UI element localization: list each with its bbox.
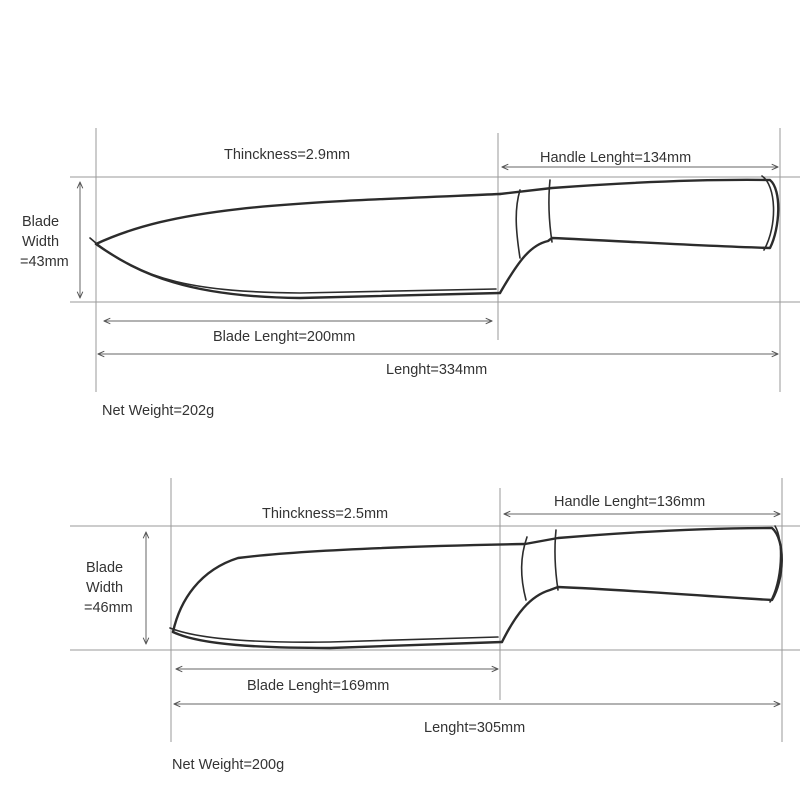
knife-2-thickness-label: Thinckness=2.5mm [262,506,388,522]
knife-2-net-weight-label: Net Weight=200g [172,757,284,773]
knife-2-blade-width-label-line3: =46mm [84,600,133,616]
knife-2-blade-width-label-line2: Width [86,580,123,596]
knife-1-net-weight-label: Net Weight=202g [102,403,214,419]
knife-2-group: Thinckness=2.5mm Handle Lenght=136mm Bla… [70,478,800,773]
knife-1-blade-width-label-line2: Width [22,234,59,250]
knife-1-blade-length-label: Blade Lenght=200mm [213,329,355,345]
knife-1-blade-width-label-line1: Blade [22,214,59,230]
knife-1-total-length-label: Lenght=334mm [386,362,487,378]
knife-2-blade-length-label: Blade Lenght=169mm [247,678,389,694]
knife-2-handle-length-label: Handle Lenght=136mm [554,494,705,510]
knife-1-outline [89,175,780,300]
knife-2-blade-width-label-line1: Blade [86,560,123,576]
knife-1-blade-width-label-line3: =43mm [20,254,69,270]
knife-2-outline [169,525,783,650]
knife-1-thickness-label: Thinckness=2.9mm [224,147,350,163]
knife-2-total-length-label: Lenght=305mm [424,720,525,736]
knife-1-handle-length-label: Handle Lenght=134mm [540,150,691,166]
knife-1-group: Thinckness=2.9mm Handle Lenght=134mm Bla… [20,128,800,419]
